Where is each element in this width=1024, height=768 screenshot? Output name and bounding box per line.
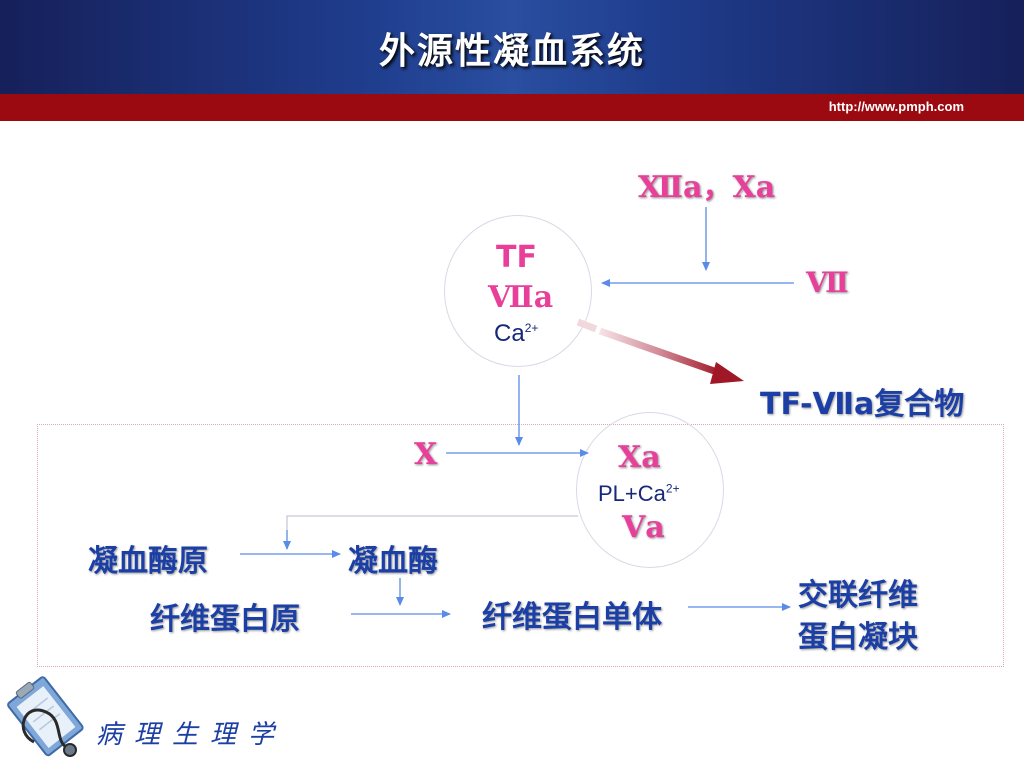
prothrombin-label: 凝血酶原: [88, 544, 208, 579]
complex-tf-label: TF: [496, 240, 537, 275]
complex-ca-base: Ca: [494, 320, 525, 347]
complex-ca-sup: 2+: [524, 321, 539, 335]
factor5a-label: Ⅴa: [622, 510, 665, 545]
factor10a-label: Ⅹa: [618, 440, 661, 475]
fibrin-monomer-label: 纤维蛋白单体: [482, 600, 662, 635]
activators-label: Ⅻa，Ⅹa: [638, 170, 776, 205]
page-title: 外源性凝血系统: [378, 31, 645, 72]
pl-ca-sup: 2+: [665, 481, 680, 496]
thrombin-label: 凝血酶: [348, 544, 438, 579]
tf-complex-circle: [444, 215, 592, 367]
crosslinked-label-line2: 蛋白凝块: [798, 620, 918, 655]
header-url: http://www.pmph.com: [828, 99, 964, 114]
complex-result-label: TF-Ⅶa复合物: [760, 387, 965, 422]
crosslinked-label-line1: 交联纤维: [798, 578, 918, 613]
clipboard-stethoscope-icon: [4, 672, 92, 768]
arrow-complex-formation: [576, 318, 744, 384]
prothrombinase-circle: [576, 412, 724, 568]
factor10-label: Ⅹ: [414, 437, 438, 472]
course-name: 病理生理学: [96, 720, 287, 750]
header-bar: [0, 0, 1024, 94]
common-pathway-box: [37, 424, 1004, 667]
complex-ca-label: Ca2+: [494, 320, 538, 348]
fibrinogen-label: 纤维蛋白原: [150, 602, 300, 637]
pl-ca-label: PL+Ca2+: [598, 481, 680, 507]
factor7-label: Ⅶ: [806, 266, 849, 299]
header-red-band: [0, 94, 1024, 121]
complex-7a-label: Ⅶa: [488, 280, 554, 315]
pl-ca-base: PL+Ca: [598, 481, 666, 506]
